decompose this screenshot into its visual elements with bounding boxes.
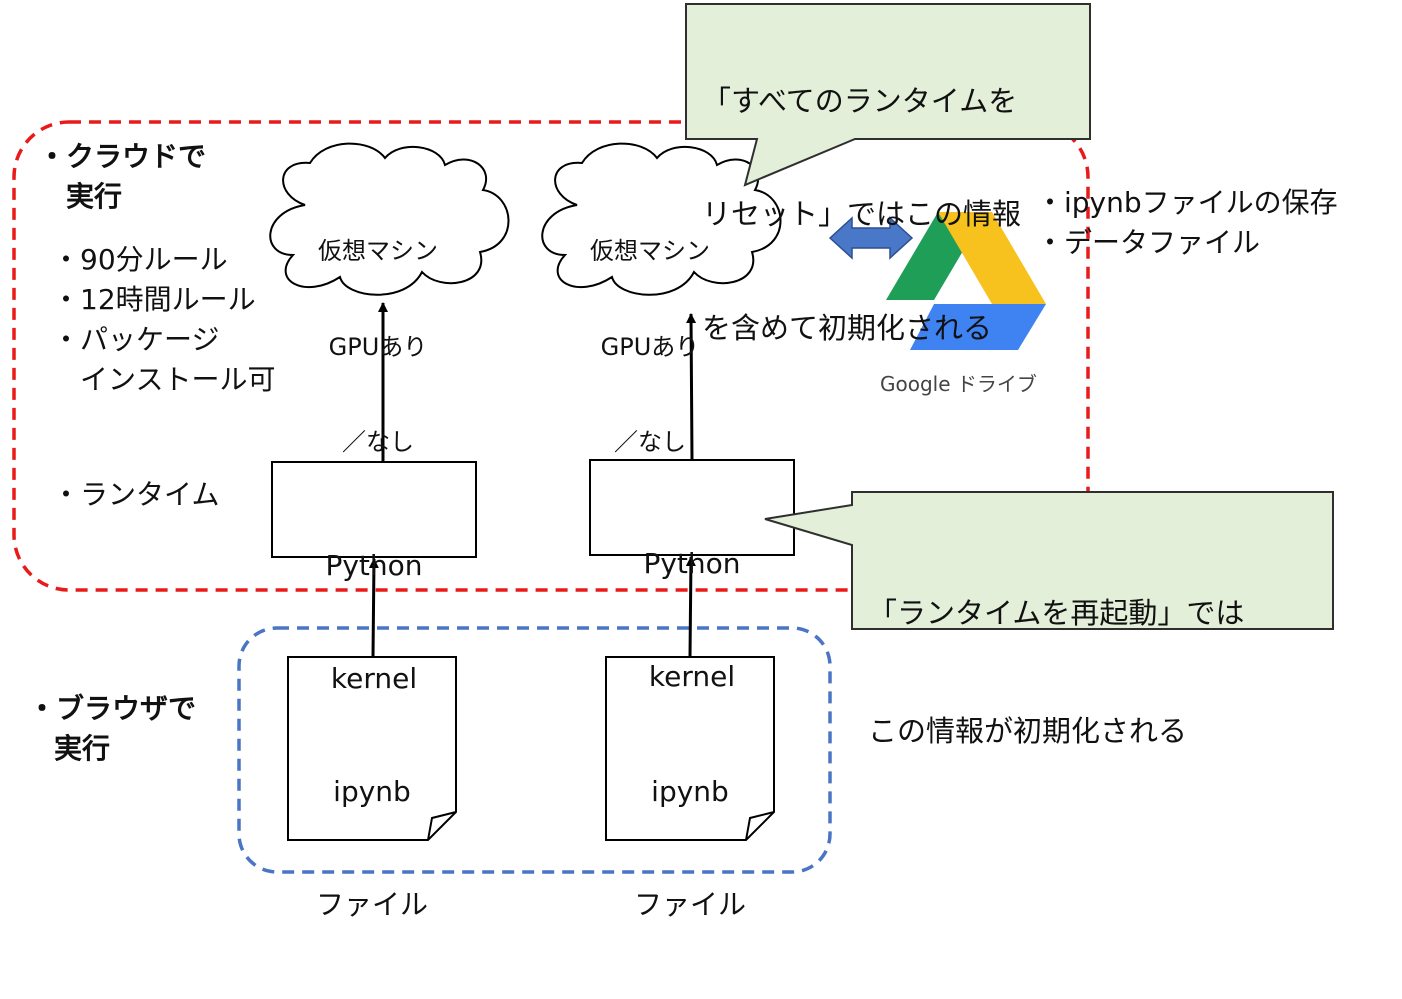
- file-2-fold: [745, 811, 775, 841]
- file-1-line1: ipynb: [333, 774, 411, 808]
- kernel-1-line2: kernel: [330, 661, 418, 695]
- callout-restart-text: 「ランタイムを再起動」では この情報が初期化される: [868, 516, 1244, 829]
- file-1-shape: [287, 656, 457, 841]
- callout-restart-shape: [764, 491, 1334, 630]
- arrow-file2-to-kernel2: [685, 556, 696, 658]
- drive-item-data-file: ・データファイル: [1036, 226, 1261, 259]
- rule-12hours: ・12時間ルール: [52, 283, 256, 316]
- cloud-region: [12, 120, 1090, 592]
- arrow-file1-to-kernel1: [368, 558, 379, 658]
- callout-restart-line1: 「ランタイムを再起動」では: [868, 596, 1245, 631]
- file-2-line2: ファイル: [633, 887, 746, 921]
- callout-reset-all-text: 「すべてのランタイムを リセット」ではこの情報 を含めて初期化される: [702, 8, 1021, 423]
- colab-runtime-diagram: ・クラウドで 実行 ・90分ルール ・12時間ルール ・パッケージ インストール…: [12, 3, 1338, 921]
- vm-cloud-1-line3: ／なし: [342, 428, 414, 457]
- vm-cloud-1-line2: GPUあり: [328, 332, 428, 361]
- file-1-fold: [427, 811, 457, 841]
- google-drive-label: Google ドライブ: [880, 372, 1037, 396]
- vm-cloud-2-label: 仮想マシン GPUあり ／なし: [560, 172, 740, 523]
- kernel-1-line1: Python: [325, 548, 423, 582]
- callout-reset-all-shape: [685, 3, 1091, 187]
- callout-reset-all-line2: リセット」ではこの情報: [702, 197, 1022, 232]
- diagram-graphics: [12, 3, 1334, 874]
- kernel-1-label: Python kernel: [272, 471, 476, 773]
- file-1-line2: ファイル: [315, 887, 428, 921]
- vm-cloud-2-shape: [541, 142, 782, 296]
- callout-restart-line2: この情報が初期化される: [868, 713, 1188, 748]
- cloud-section-title: ・クラウドで: [38, 140, 207, 173]
- kernel-2-line1: Python: [643, 546, 741, 580]
- vm-cloud-1-label: 仮想マシン GPUあり ／なし: [288, 172, 468, 523]
- runtime-label: ・ランタイム: [52, 478, 220, 511]
- browser-section-title-line2: 実行: [54, 732, 111, 765]
- vm-cloud-2-line2: GPUあり: [600, 332, 700, 361]
- vm-cloud-1-shape: [269, 142, 510, 296]
- google-drive-icon: [886, 212, 1046, 350]
- browser-section-title: ・ブラウザで: [28, 692, 197, 725]
- rule-package: ・パッケージ: [52, 323, 220, 356]
- file-2-line1: ipynb: [651, 774, 729, 808]
- kernel-2-line2: kernel: [648, 659, 736, 693]
- vm-cloud-2-line3: ／なし: [614, 428, 686, 457]
- browser-region: [237, 626, 832, 874]
- callout-reset-all-line3: を含めて初期化される: [702, 310, 993, 345]
- rule-90min: ・90分ルール: [52, 243, 228, 276]
- cloud-section-title-line2: 実行: [66, 180, 123, 213]
- file-2-shape: [605, 656, 775, 841]
- drive-item-ipynb-save: ・ipynbファイルの保存: [1036, 186, 1338, 219]
- kernel-box-2: [589, 459, 795, 556]
- arrow-kernel2-to-vm2: [686, 313, 697, 461]
- sync-arrow: [828, 216, 914, 260]
- vm-cloud-1-line1: 仮想マシン: [318, 236, 438, 265]
- vm-cloud-2-line1: 仮想マシン: [590, 236, 710, 265]
- kernel-2-label: Python kernel: [590, 469, 794, 771]
- file-2-label: ipynb ファイル: [606, 697, 774, 999]
- file-1-label: ipynb ファイル: [288, 697, 456, 999]
- callout-reset-all-line1: 「すべてのランタイムを: [702, 84, 1018, 119]
- rule-install-allowed: インストール可: [80, 363, 276, 396]
- kernel-box-1: [271, 461, 477, 558]
